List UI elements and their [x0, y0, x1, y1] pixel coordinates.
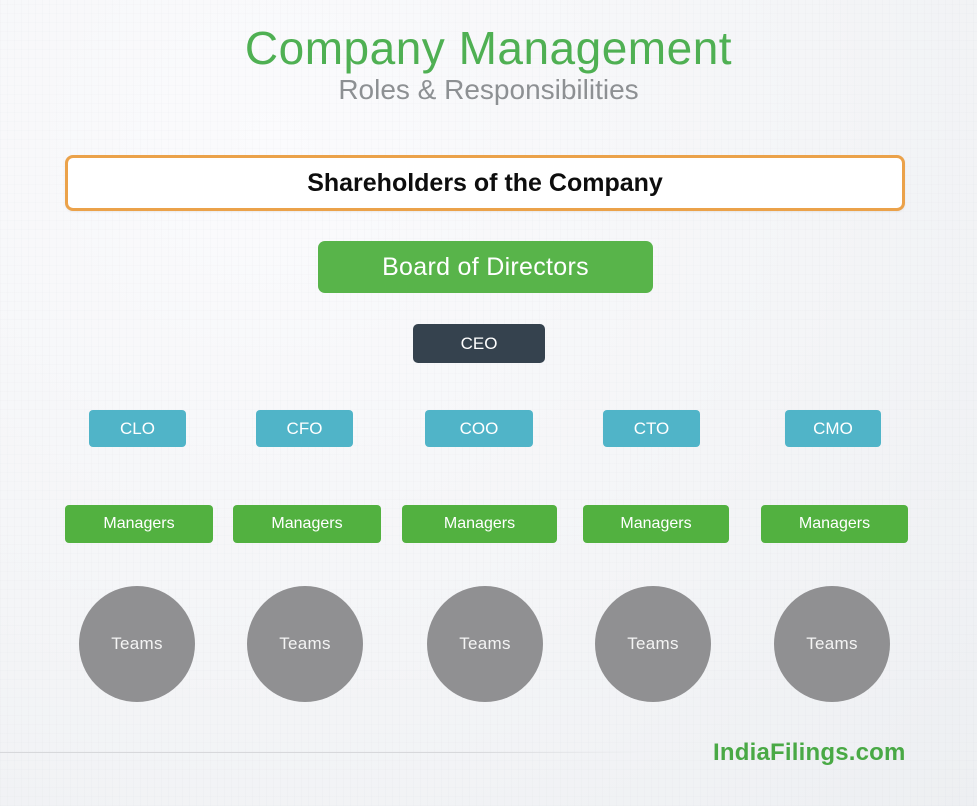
officer-box-cto: CTO [603, 410, 700, 447]
teams-circle-5: Teams [774, 586, 890, 702]
managers-box-1: Managers [65, 505, 213, 543]
managers-box-2: Managers [233, 505, 381, 543]
teams-circle-2: Teams [247, 586, 363, 702]
brand-logo-text: IndiaFilings.com [713, 739, 906, 766]
teams-circle-3: Teams [427, 586, 543, 702]
shareholders-box: Shareholders of the Company [65, 155, 905, 211]
teams-circle-1: Teams [79, 586, 195, 702]
managers-box-5: Managers [761, 505, 908, 543]
teams-circle-4: Teams [595, 586, 711, 702]
board-of-directors-box: Board of Directors [318, 241, 653, 293]
officer-box-cmo: CMO [785, 410, 881, 447]
footer-divider [0, 752, 646, 753]
ceo-box: CEO [413, 324, 545, 363]
officer-box-cfo: CFO [256, 410, 353, 447]
page-subtitle: Roles & Responsibilities [338, 73, 639, 105]
page-title: Company Management [244, 22, 733, 74]
managers-box-4: Managers [583, 505, 729, 543]
officer-box-coo: COO [425, 410, 533, 447]
title-block: Company Management Roles & Responsibilit… [0, 22, 977, 106]
officer-box-clo: CLO [89, 410, 186, 447]
managers-box-3: Managers [402, 505, 557, 543]
